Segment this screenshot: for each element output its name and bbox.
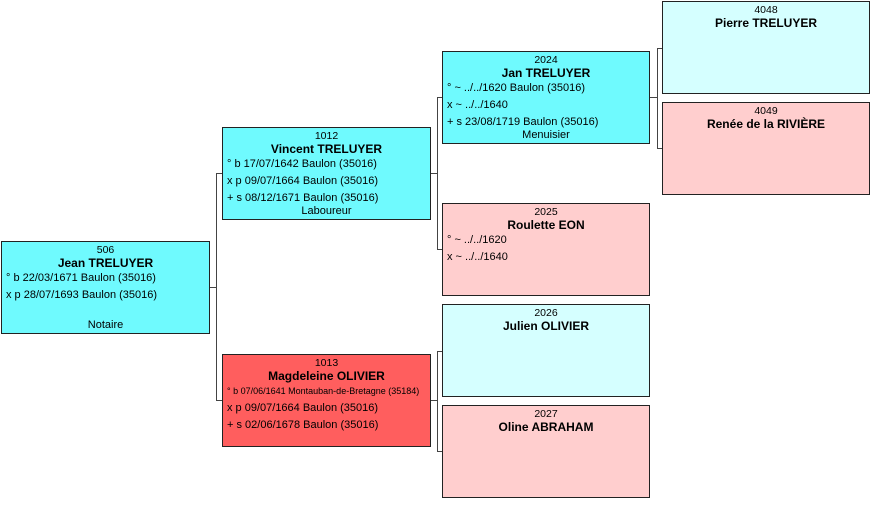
- person-name: Oline ABRAHAM: [498, 420, 594, 434]
- connector-line: [437, 249, 442, 250]
- connector-line: [216, 173, 217, 400]
- connector-line: [437, 451, 442, 452]
- person-number: 2027: [534, 408, 558, 420]
- person-number: 4049: [754, 105, 778, 117]
- occupation: Notaire: [87, 319, 124, 331]
- connector-line: [657, 148, 662, 149]
- connector-line: [657, 48, 662, 49]
- marriage-event: x ~ ../../1640: [447, 99, 508, 111]
- person-name: Roulette EON: [507, 218, 585, 232]
- person-box-2025[interactable]: 2025 Roulette EON ° ~ ../../1620 x ~ ../…: [442, 203, 650, 296]
- person-number: 2024: [534, 54, 558, 66]
- connector-line: [210, 287, 216, 288]
- person-box-4049[interactable]: 4049 Renée de la RIVIÈRE: [662, 102, 870, 195]
- occupation: Menuisier: [522, 129, 570, 141]
- person-box-2024[interactable]: 2024 Jan TRELUYER ° ~ ../../1620 Baulon …: [442, 51, 650, 144]
- person-box-2026[interactable]: 2026 Julien OLIVIER: [442, 304, 650, 397]
- death-event: + s 02/06/1678 Baulon (35016): [227, 419, 379, 431]
- birth-event: ° ~ ../../1620: [447, 234, 507, 246]
- person-name: Renée de la RIVIÈRE: [706, 117, 826, 131]
- death-event: + s 08/12/1671 Baulon (35016): [227, 192, 379, 204]
- birth-event: ° b 22/03/1671 Baulon (35016): [6, 272, 156, 284]
- person-number: 1013: [314, 357, 339, 369]
- occupation: Laboureur: [301, 205, 352, 217]
- marriage-event: x p 28/07/1693 Baulon (35016): [6, 289, 158, 301]
- connector-line: [431, 400, 437, 401]
- connector-line: [657, 48, 658, 149]
- death-event: + s 23/08/1719 Baulon (35016): [447, 116, 599, 128]
- person-number: 506: [96, 244, 115, 256]
- connector-line: [431, 173, 437, 174]
- person-name: Jan TRELUYER: [501, 66, 591, 80]
- person-name: Vincent TRELUYER: [270, 142, 383, 156]
- connector-line: [437, 351, 442, 352]
- person-number: 2025: [534, 206, 558, 218]
- person-box-1013[interactable]: 1013 Magdeleine OLIVIER ° b 07/06/1641 M…: [222, 354, 431, 447]
- birth-event: ° b 07/06/1641 Montauban-de-Bretagne (35…: [227, 386, 420, 396]
- person-number: 4048: [754, 4, 778, 16]
- connector-line: [437, 351, 438, 452]
- connector-line: [216, 173, 222, 174]
- person-name: Pierre TRELUYER: [714, 16, 818, 30]
- person-name: Magdeleine OLIVIER: [268, 369, 385, 383]
- connector-line: [650, 97, 657, 98]
- connector-line: [216, 400, 222, 401]
- marriage-event: x p 09/07/1664 Baulon (35016): [227, 402, 379, 414]
- marriage-event: x ~ ../../1640: [447, 251, 508, 263]
- person-number: 2026: [534, 307, 558, 319]
- person-box-2027[interactable]: 2027 Oline ABRAHAM: [442, 405, 650, 498]
- birth-event: ° ~ ../../1620 Baulon (35016): [447, 82, 586, 94]
- person-name: Jean TRELUYER: [57, 256, 154, 270]
- person-box-1012[interactable]: 1012 Vincent TRELUYER ° b 17/07/1642 Bau…: [222, 127, 431, 220]
- person-box-4048[interactable]: 4048 Pierre TRELUYER: [662, 1, 870, 94]
- person-number: 1012: [314, 130, 339, 142]
- person-box-506[interactable]: 506 Jean TRELUYER ° b 22/03/1671 Baulon …: [1, 241, 210, 334]
- person-name: Julien OLIVIER: [502, 319, 589, 333]
- connector-line: [437, 97, 438, 250]
- connector-line: [437, 97, 442, 98]
- birth-event: ° b 17/07/1642 Baulon (35016): [227, 158, 377, 170]
- marriage-event: x p 09/07/1664 Baulon (35016): [227, 175, 379, 187]
